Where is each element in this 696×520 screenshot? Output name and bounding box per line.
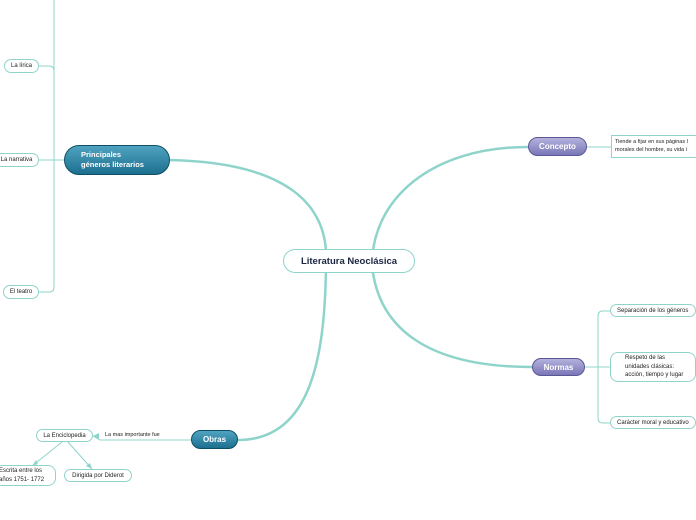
subtopic-caracter-label: Carácter moral y educativo: [617, 419, 689, 426]
concepto-text-box[interactable]: Tiende a fijar en sus páginas l morales …: [611, 135, 696, 158]
link-normas-spine: [584, 310, 611, 424]
central-topic-label: Literatura Neoclásica: [300, 255, 398, 267]
arrow-head-escrita: [32, 460, 38, 466]
subtopic-narrativa[interactable]: La narrativa: [0, 153, 39, 167]
subtopic-narrativa-label: La narrativa: [0, 157, 33, 163]
main-topic-normas-label: Normas: [543, 362, 574, 372]
subtopic-enciclopedia-label: La Enciclopedia: [43, 432, 86, 439]
link-genres-spine: [38, 0, 65, 293]
subtopic-teatro[interactable]: El teatro: [3, 285, 39, 299]
main-topic-normas[interactable]: Normas: [532, 358, 585, 376]
link-central-obras: [236, 263, 328, 442]
subtopic-enciclopedia[interactable]: La Enciclopedia: [36, 429, 93, 442]
main-topic-obras-label: Obras: [202, 435, 227, 444]
link-central-normas: [370, 263, 534, 369]
arrow-head-dirigida: [86, 463, 92, 469]
link-obras-label: [92, 435, 192, 441]
main-topic-concepto[interactable]: Concepto: [528, 137, 587, 156]
main-topic-concepto-label: Concepto: [539, 142, 576, 151]
link-central-genres: [166, 158, 328, 267]
relation-label-text: La mas importante fue: [105, 432, 160, 438]
subtopic-escrita[interactable]: Escrita entre los años 1751- 1772: [0, 465, 56, 486]
subtopic-separacion[interactable]: Separación de los géneros: [610, 304, 696, 317]
central-topic[interactable]: Literatura Neoclásica: [283, 249, 415, 273]
relation-label: La mas importante fue: [105, 431, 160, 439]
link-genres-lirica: [38, 65, 55, 72]
concepto-text: Tiende a fijar en sus páginas l morales …: [615, 138, 688, 153]
arrow-head-enciclopedia: [93, 433, 99, 439]
main-topic-obras[interactable]: Obras: [191, 430, 238, 449]
subtopic-lirica[interactable]: La lírica: [4, 59, 39, 73]
main-topic-genres[interactable]: Principales géneros literarios: [64, 145, 170, 175]
subtopic-unidades-label: Respeto de las unidades clásicas: acción…: [625, 355, 684, 379]
link-central-concepto: [370, 145, 530, 267]
subtopic-dirigida[interactable]: Dirigida por Diderot: [64, 469, 132, 482]
subtopic-caracter[interactable]: Carácter moral y educativo: [610, 416, 696, 429]
subtopic-dirigida-label: Dirigida por Diderot: [72, 472, 124, 479]
main-topic-genres-label: Principales géneros literarios: [81, 149, 144, 170]
subtopic-teatro-label: El teatro: [9, 289, 33, 295]
subtopic-lirica-label: La lírica: [10, 63, 32, 69]
subtopic-escrita-label: Escrita entre los años 1751- 1772: [0, 468, 45, 483]
subtopic-unidades[interactable]: Respeto de las unidades clásicas: acción…: [610, 352, 696, 382]
subtopic-separacion-label: Separación de los géneros: [617, 307, 689, 314]
